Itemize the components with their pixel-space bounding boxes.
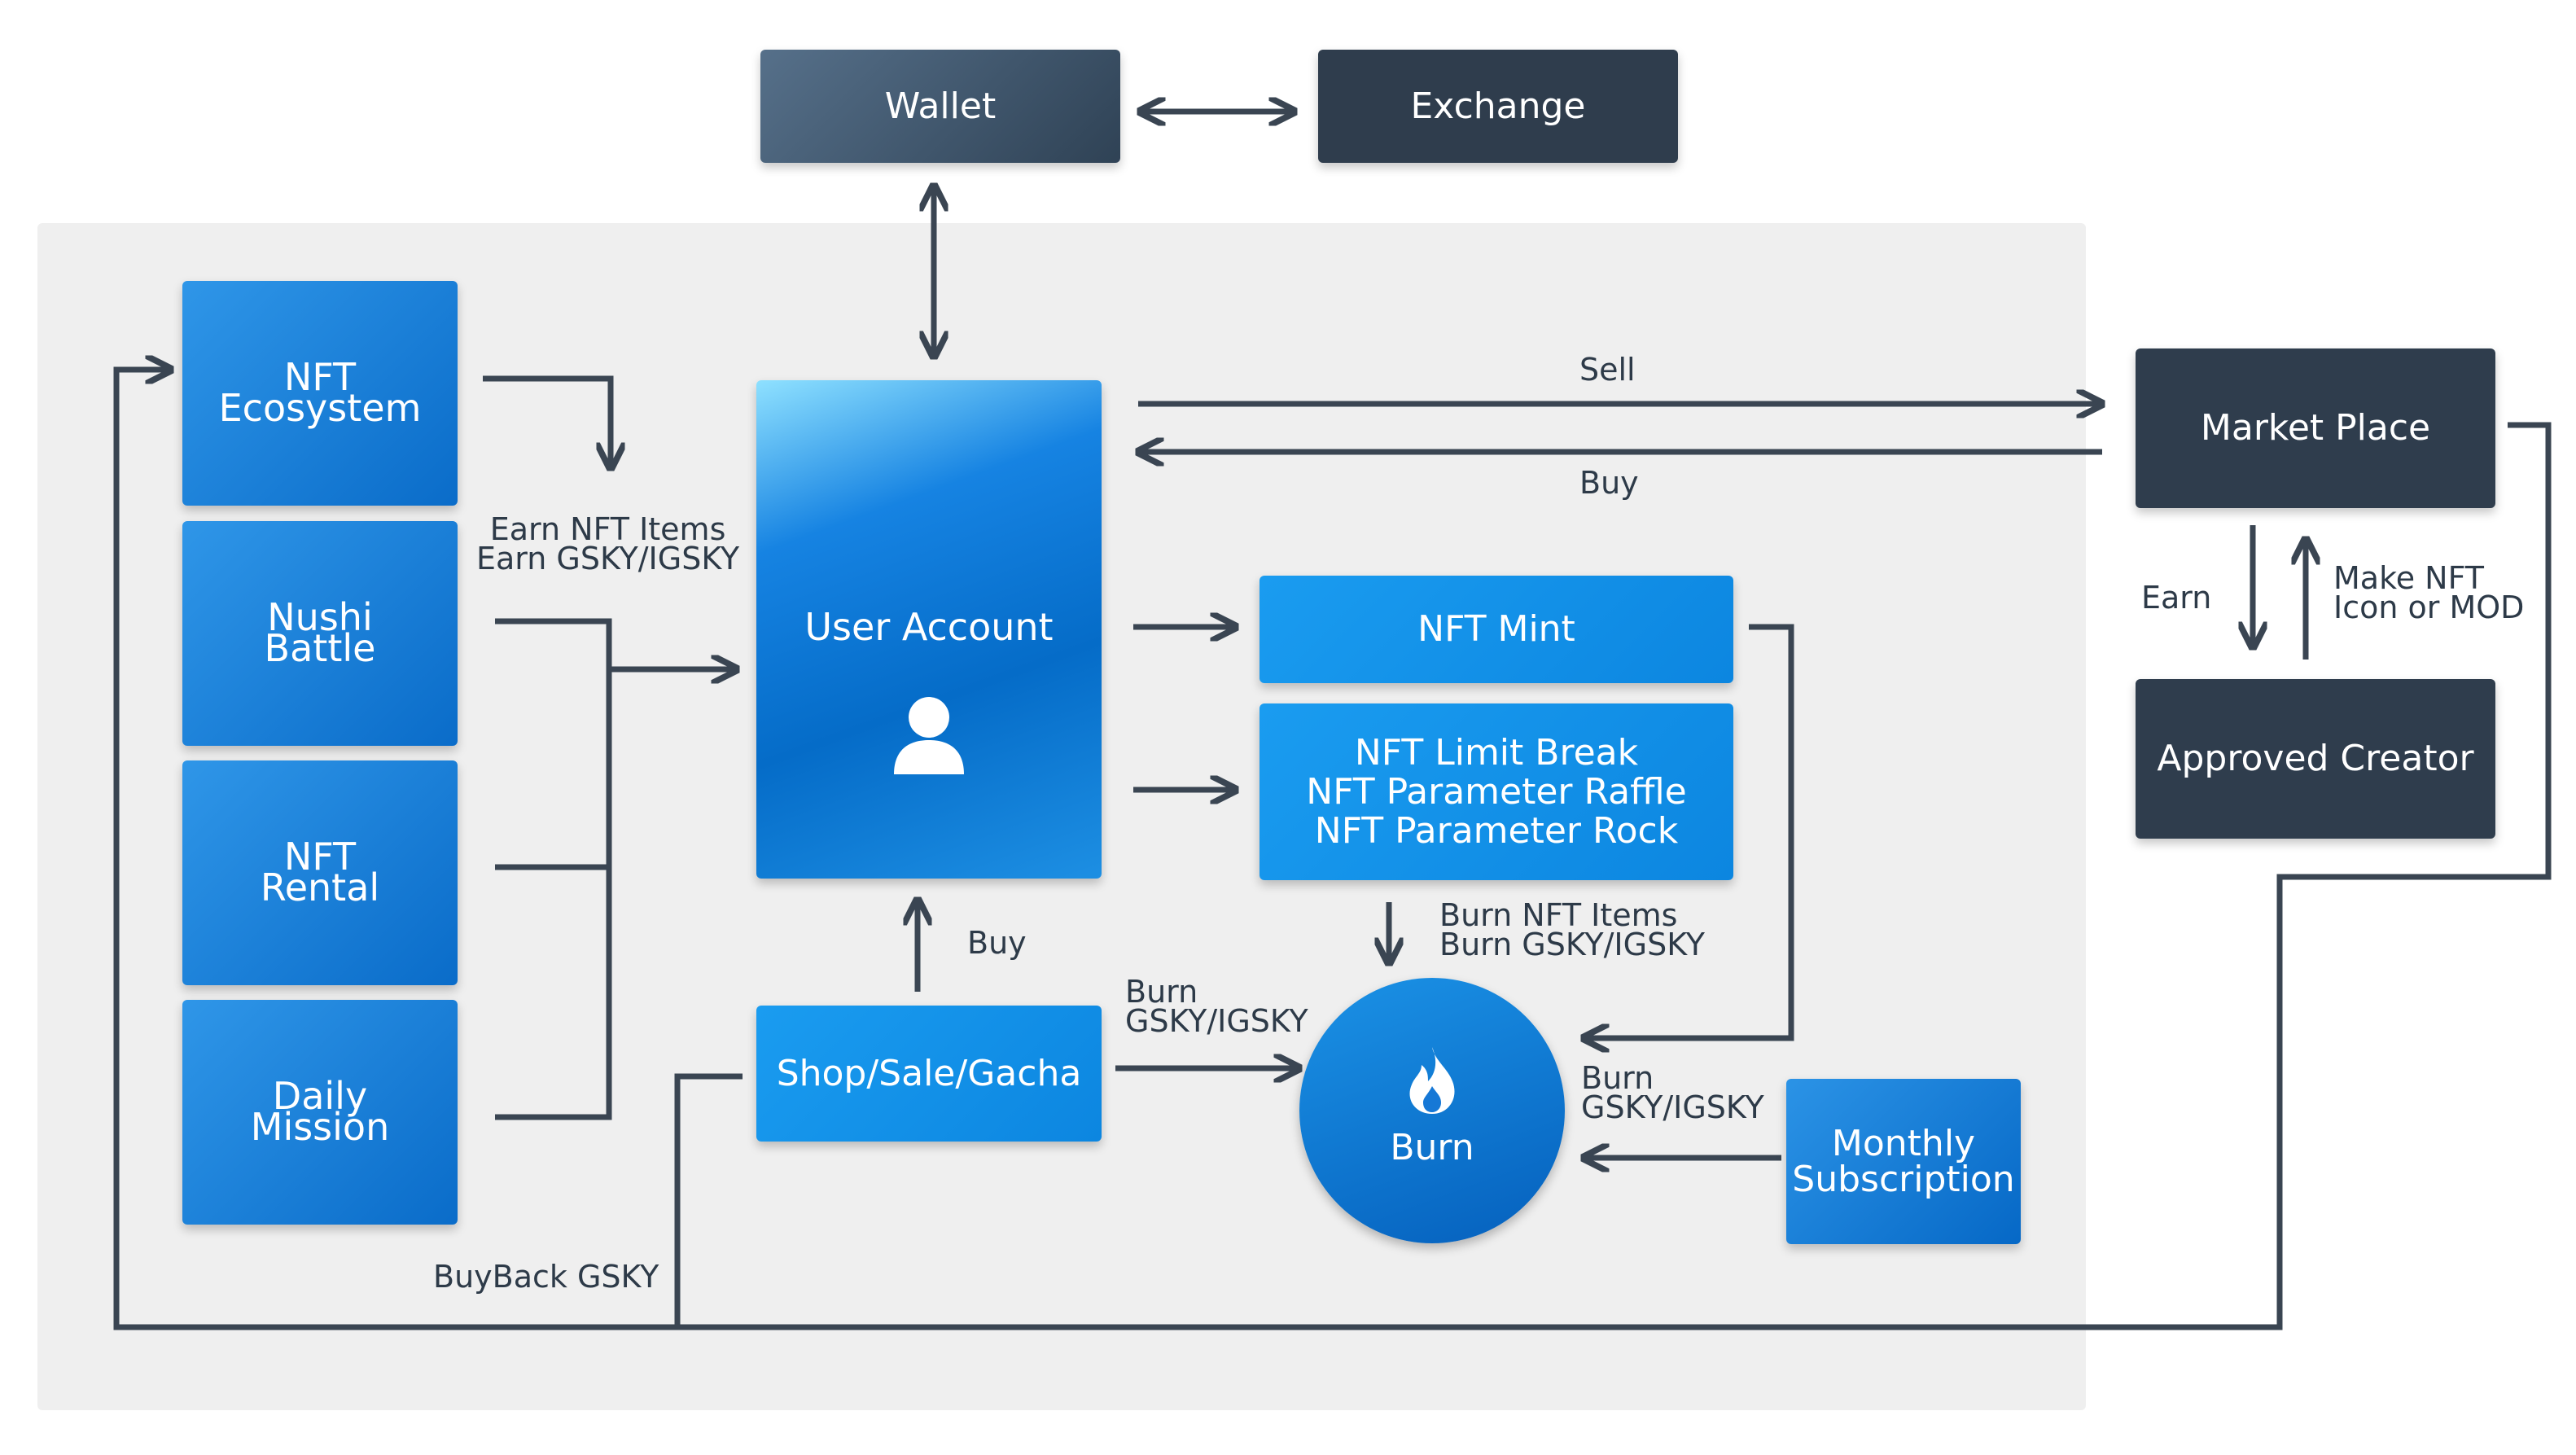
daily-mission-line2: Mission <box>250 1105 390 1149</box>
make-nft-label: Make NFT Icon or MOD <box>2333 560 2525 626</box>
nushi-battle-box: Nushi Battle <box>182 521 458 746</box>
burn-subscription-gsky-text: GSKY/IGSKY <box>1581 1089 1764 1126</box>
user-account-label: User Account <box>804 605 1054 649</box>
icon-or-mod-text: Icon or MOD <box>2333 589 2525 626</box>
burn-shop-gsky-text: GSKY/IGSKY <box>1125 1003 1308 1040</box>
burn-label: Burn <box>1390 1126 1474 1168</box>
burn-gsky-igsky-text: Burn GSKY/IGSKY <box>1439 927 1705 963</box>
nft-limit-break-label: NFT Limit Break <box>1354 731 1639 774</box>
burn-shop-label: Burn GSKY/IGSKY <box>1125 974 1308 1040</box>
market-place-label: Market Place <box>2200 407 2431 449</box>
burn-subscription-text: Burn <box>1581 1060 1654 1096</box>
nft-parameter-rock-label: NFT Parameter Rock <box>1314 809 1679 852</box>
approved-creator-label: Approved Creator <box>2157 738 2474 779</box>
earn-creator-label: Earn <box>2141 580 2212 616</box>
burn-nft-items-text: Burn NFT Items <box>1439 897 1678 933</box>
sell-label: Sell <box>1579 352 1636 388</box>
nft-rental-box: NFT Rental <box>182 760 458 985</box>
monthly-subscription-box: Monthly Subscription <box>1786 1079 2021 1244</box>
nft-mint-box: NFT Mint <box>1260 576 1733 683</box>
wallet-label: Wallet <box>884 85 997 127</box>
nft-ecosystem-line1: NFT <box>283 355 357 400</box>
exchange-box: Exchange <box>1318 50 1678 163</box>
nft-rental-line2: Rental <box>260 866 380 909</box>
buyback-label: BuyBack GSKY <box>433 1259 659 1295</box>
nft-rental-line1: NFT <box>283 835 357 879</box>
daily-mission-box: Daily Mission <box>182 1000 458 1225</box>
buy-market-label: Buy <box>1579 465 1639 501</box>
nft-limit-group-box: NFT Limit Break NFT Parameter Raffle NFT… <box>1260 703 1733 880</box>
burn-shop-text: Burn <box>1125 974 1198 1010</box>
market-place-box: Market Place <box>2136 348 2495 508</box>
burn-subscription-label: Burn GSKY/IGSKY <box>1581 1060 1764 1126</box>
buy-shop-label: Buy <box>967 925 1027 961</box>
fire-icon <box>1409 1046 1455 1114</box>
burn-circle: Burn <box>1299 978 1565 1243</box>
nushi-battle-line2: Battle <box>264 626 376 670</box>
daily-mission-line1: Daily <box>272 1074 368 1119</box>
nft-ecosystem-line2: Ecosystem <box>218 386 422 430</box>
shop-label: Shop/Sale/Gacha <box>776 1052 1082 1094</box>
wallet-box: Wallet <box>760 50 1120 163</box>
nushi-battle-line1: Nushi <box>267 595 373 640</box>
monthly-label: Monthly <box>1831 1122 1976 1164</box>
shop-box: Shop/Sale/Gacha <box>756 1006 1102 1142</box>
nft-parameter-raffle-label: NFT Parameter Raffle <box>1306 770 1687 813</box>
user-account-box: User Account <box>756 380 1102 879</box>
nft-mint-label: NFT Mint <box>1417 608 1575 650</box>
earn-nft-label: Earn NFT Items Earn GSKY/IGSKY <box>476 511 740 577</box>
earn-nft-items-text: Earn NFT Items <box>489 511 726 547</box>
subscription-label: Subscription <box>1792 1158 2015 1200</box>
exchange-label: Exchange <box>1410 85 1586 127</box>
user-icon <box>894 697 964 774</box>
nft-ecosystem-box: NFT Ecosystem <box>182 281 458 506</box>
make-nft-text: Make NFT <box>2333 560 2485 596</box>
approved-creator-box: Approved Creator <box>2136 679 2495 839</box>
burn-nft-items-label: Burn NFT Items Burn GSKY/IGSKY <box>1439 897 1705 963</box>
earn-gsky-text: Earn GSKY/IGSKY <box>476 541 740 577</box>
